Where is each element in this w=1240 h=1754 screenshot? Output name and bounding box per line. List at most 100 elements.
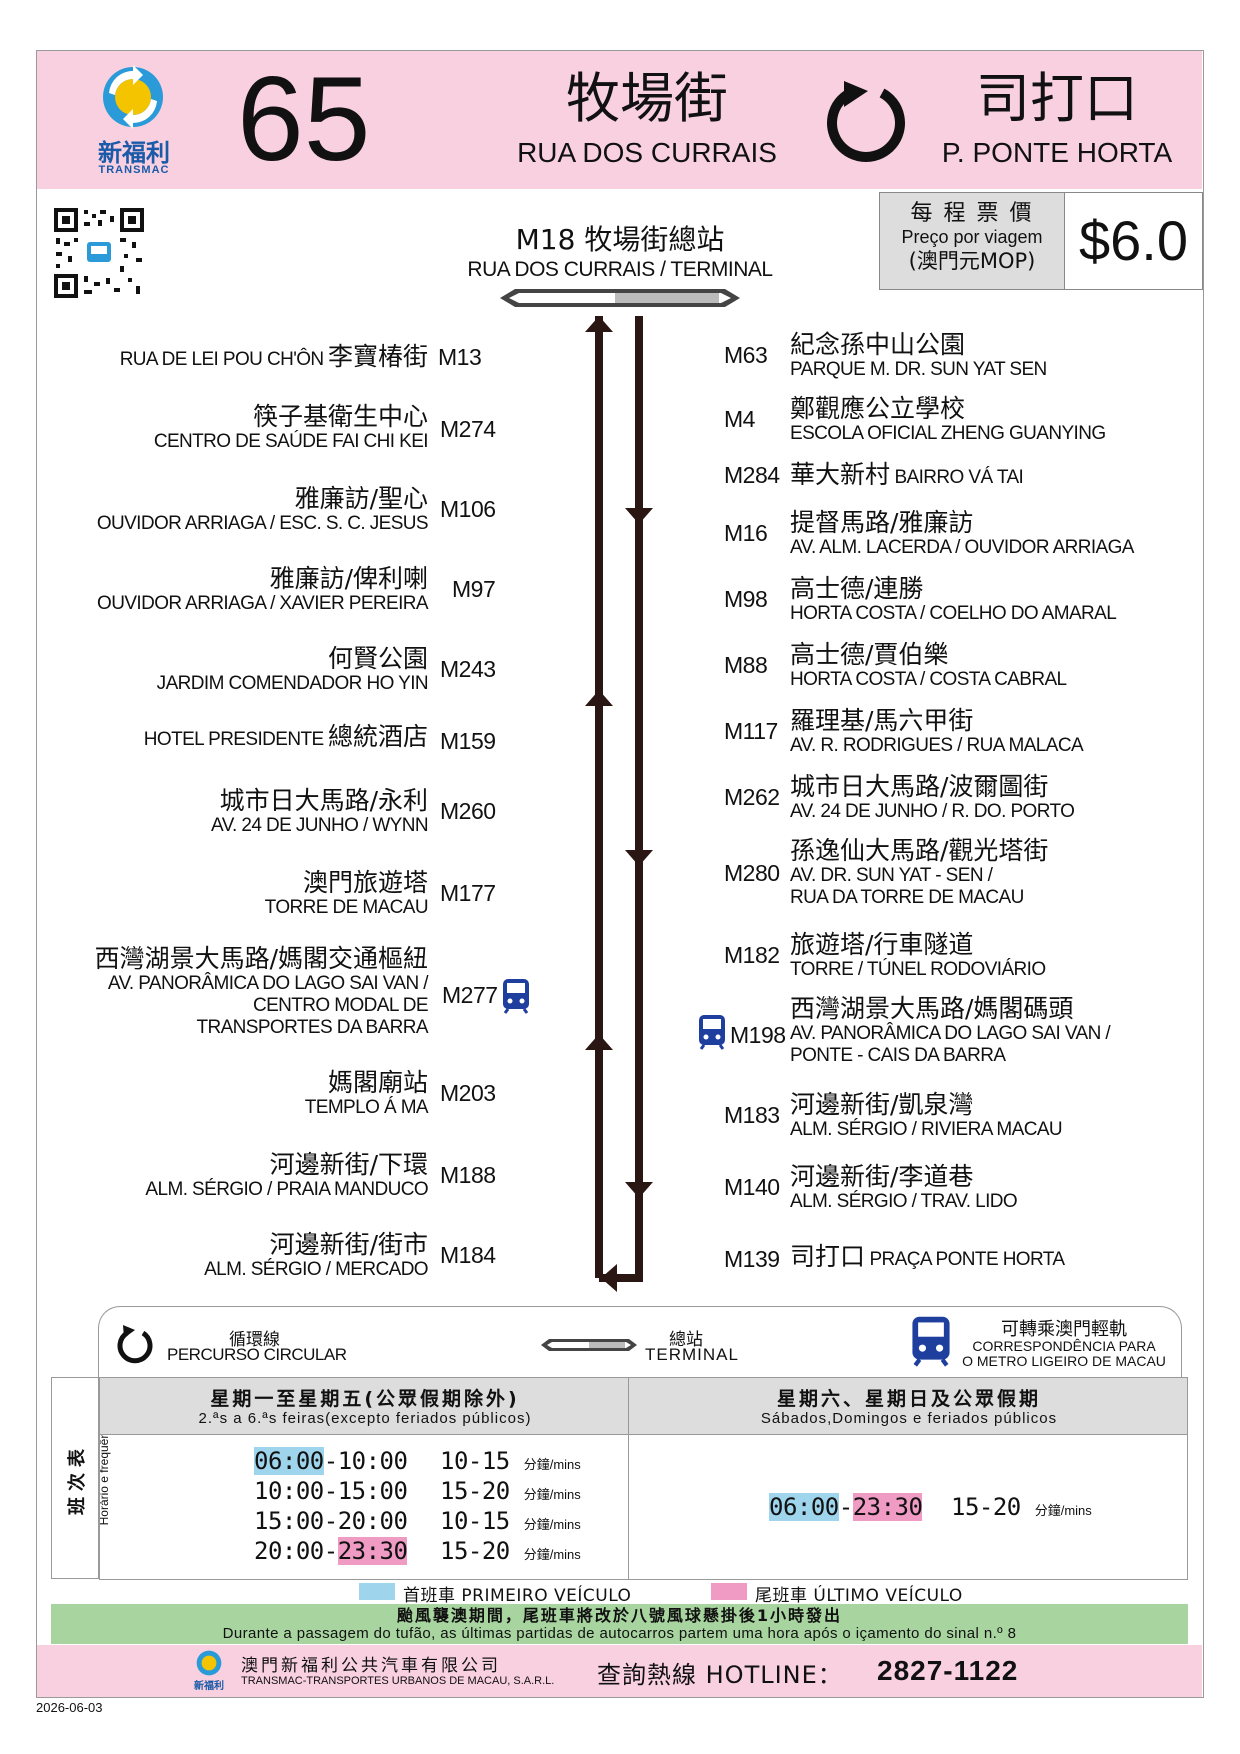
stop-name-cn: 總統酒店 [327,722,428,751]
stop-name-pt: OUVIDOR ARRIAGA / XAVIER PEREIRA [97,593,429,614]
weekday-freq: 15-20 分鐘/mins [440,1477,581,1509]
stop-M13: RUA DE LEI POU CH'ÔN 李寶椿街 [120,342,428,371]
print-date: 2026-06-03 [36,1700,103,1715]
stop-M280: 孫逸仙大馬路/觀光塔街 AV. DR. SUN YAT - SEN / RUA … [790,836,1048,909]
stop-M177: 澳門旅遊塔 TORRE DE MACAU [265,868,429,919]
stop-M140: 河邊新街/李道巷 ALM. SÉRGIO / TRAV. LIDO [790,1162,1018,1213]
stop-code: M98 [724,586,768,612]
frequency-unit: 分鐘/mins [523,1517,581,1532]
hotline-number[interactable]: 2827-1122 [877,1655,1019,1686]
legend-circular-pt: PERCURSO CIRCULAR [167,1345,347,1364]
timetable-side-label: 班次表 Horário e frequência [51,1377,111,1579]
frequency: 15-20 [440,1537,510,1565]
stop-name-cn: 旅遊塔/行車隧道 [790,930,974,959]
stop-code: M97 [452,576,496,602]
stop-M183: 河邊新街/凱泉灣 ALM. SÉRGIO / RIVIERA MACAU [790,1090,1063,1141]
legend-terminal-pt: TERMINAL [645,1345,739,1364]
frequency-unit: 分鐘/mins [523,1487,581,1502]
fare-currency: (澳門元MOP) [908,249,1036,273]
stop-name-pt: HORTA COSTA / COSTA CABRAL [790,669,1067,690]
first-bus-time: 06:00 [769,1493,839,1521]
stop-name-cn: 西灣湖景大馬路/媽閣交通樞紐 [94,944,428,973]
stop-name-cn: 高士德/連勝 [790,574,924,603]
stop-name-pt: RUA DE LEI POU CH'ÔN [119,349,324,370]
stop-M117: 羅理基/馬六甲街 AV. R. RODRIGUES / RUA MALACA [790,706,1084,757]
weekend-freq: 15-20 分鐘/mins [951,1493,1092,1525]
qr-code[interactable] [54,208,144,298]
stop-code: M13 [438,344,482,370]
stop-name-pt: BAIRRO VÁ TAI [894,467,1024,488]
end-time: 15:00 [337,1477,408,1505]
stop-name-cn: 紀念孫中山公園 [790,330,966,359]
transmac-logo-icon [103,65,163,129]
stop-name-pt: PRAÇA PONTE HORTA [869,1249,1065,1270]
stop-name-pt-3: TRANSPORTES DA BARRA [196,1017,428,1038]
stop-name-cn: 提督馬路/雅廉訪 [790,508,974,537]
destination-portuguese: P. PONTE HORTA [941,137,1173,168]
stop-M139: 司打口 PRAÇA PONTE HORTA [790,1242,1065,1271]
stop-name-cn: 高士德/賈伯樂 [790,640,949,669]
stop-code: M140 [724,1174,780,1200]
stop-code: M262 [724,784,780,810]
stop-M97: 雅廉訪/俾利喇 OUVIDOR ARRIAGA / XAVIER PEREIRA [97,564,429,615]
stop-name-pt-2: CENTRO MODAL DE [252,995,429,1016]
weekend-header: 星期六、星期日及公眾假期 Sábados,Domingos e feriados… [628,1377,1188,1435]
fare-label-portuguese: Preço por viagem [901,227,1043,247]
legend: 循環線 PERCURSO CIRCULAR 總站 TERMINAL 可轉乘澳門輕… [98,1306,1182,1377]
stop-M284: 華大新村 BAIRRO VÁ TAI [790,460,1024,489]
last-bus-label: 尾班車 ÚLTIMO VEÍCULO [755,1586,963,1606]
stop-name-cn: 何賢公園 [327,644,428,673]
legend-circular-cn: 循環線 [229,1330,280,1350]
stop-M184: 河邊新街/街市 ALM. SÉRGIO / MERCADO [204,1230,428,1281]
stop-M260: 城市日大馬路/永利 AV. 24 DE JUNHO / WYNN [211,786,429,837]
weekday-freq: 15-20 分鐘/mins [440,1537,581,1569]
stop-name-pt: HORTA COSTA / COELHO DO AMARAL [790,603,1117,624]
stop-name-pt: CENTRO DE SAÚDE FAI CHI KEI [153,431,429,452]
weekday-freq: 10-15 分鐘/mins [440,1507,581,1539]
stop-code: M117 [724,718,778,744]
stop-code: M177 [440,880,496,906]
weekday-row: 20:00-23:30 [254,1537,408,1565]
stop-name-cn: 李寶椿街 [327,342,428,371]
route-line-diagram [500,289,740,1292]
timetable: 班次表 Horário e frequência 星期一至星期五(公眾假期除外)… [51,1377,1188,1606]
frequency-unit: 分鐘/mins [523,1457,581,1472]
stop-name-cn: 羅理基/馬六甲街 [790,706,974,735]
footer: 新福利 澳門新福利公共汽車有限公司 TRANSMAC-TRANSPORTES U… [37,1645,1202,1697]
stop-code: M203 [440,1080,496,1106]
stop-M159: HOTEL PRESIDENTE 總統酒店 [144,722,428,751]
stop-M63: 紀念孫中山公園 PARQUE M. DR. SUN YAT SEN [790,330,1047,381]
weekday-header-cn: 星期一至星期五(公眾假期除外) [210,1388,520,1410]
metro-transfer-icon [699,1015,725,1050]
stop-code: M284 [724,462,780,488]
stop-name-cn: 雅廉訪/聖心 [294,484,428,513]
stop-code: M159 [440,728,496,754]
stop-name-cn: 城市日大馬路/永利 [219,786,428,815]
stop-name-pt: PARQUE M. DR. SUN YAT SEN [790,359,1047,380]
weekday-header: 星期一至星期五(公眾假期除外) 2.ªs a 6.ªs feiras(excep… [99,1377,629,1435]
weekday-row: 10:00-15:00 [254,1477,408,1505]
stop-name-cn: 媽閣廟站 [327,1068,428,1097]
stop-code: M182 [724,942,780,968]
stop-name-pt: ESCOLA OFICIAL ZHENG GUANYING [790,423,1106,444]
weekend-row: 06:00-23:30 [769,1493,923,1521]
stop-name-cn: 鄭觀應公立學校 [790,394,966,423]
stop-name-pt: JARDIM COMENDADOR HO YIN [156,673,429,694]
stop-code: M4 [724,406,755,432]
stop-M88: 高士德/賈伯樂 HORTA COSTA / COSTA CABRAL [790,640,1067,691]
company-name-cn: 澳門新福利公共汽車有限公司 [241,1656,501,1676]
hotline-label: 查詢熱線 HOTLINE： [597,1661,843,1689]
weekday-header-pt: 2.ªs a 6.ªs feiras(excepto feriados públ… [198,1410,532,1427]
stop-name-pt: AV. 24 DE JUNHO / WYNN [211,815,429,836]
destination-chinese: 司打口 [976,67,1138,130]
first-bus-time: 06:00 [254,1447,324,1475]
weekday-freq: 10-15 分鐘/mins [440,1447,581,1479]
frequency-unit: 分鐘/mins [523,1547,581,1562]
frequency: 15-20 [440,1477,510,1505]
stop-name-pt-1: AV. DR. SUN YAT - SEN / [790,865,993,886]
weekday-row: 06:00-10:00 [254,1447,408,1475]
stop-code: M277 [442,982,498,1008]
stop-M188: 河邊新街/下環 ALM. SÉRGIO / PRAIA MANDUCO [145,1150,428,1201]
terminal-subtitle: RUA DOS CURRAIS / TERMINAL [467,258,773,281]
frequency: 15-20 [951,1493,1021,1521]
